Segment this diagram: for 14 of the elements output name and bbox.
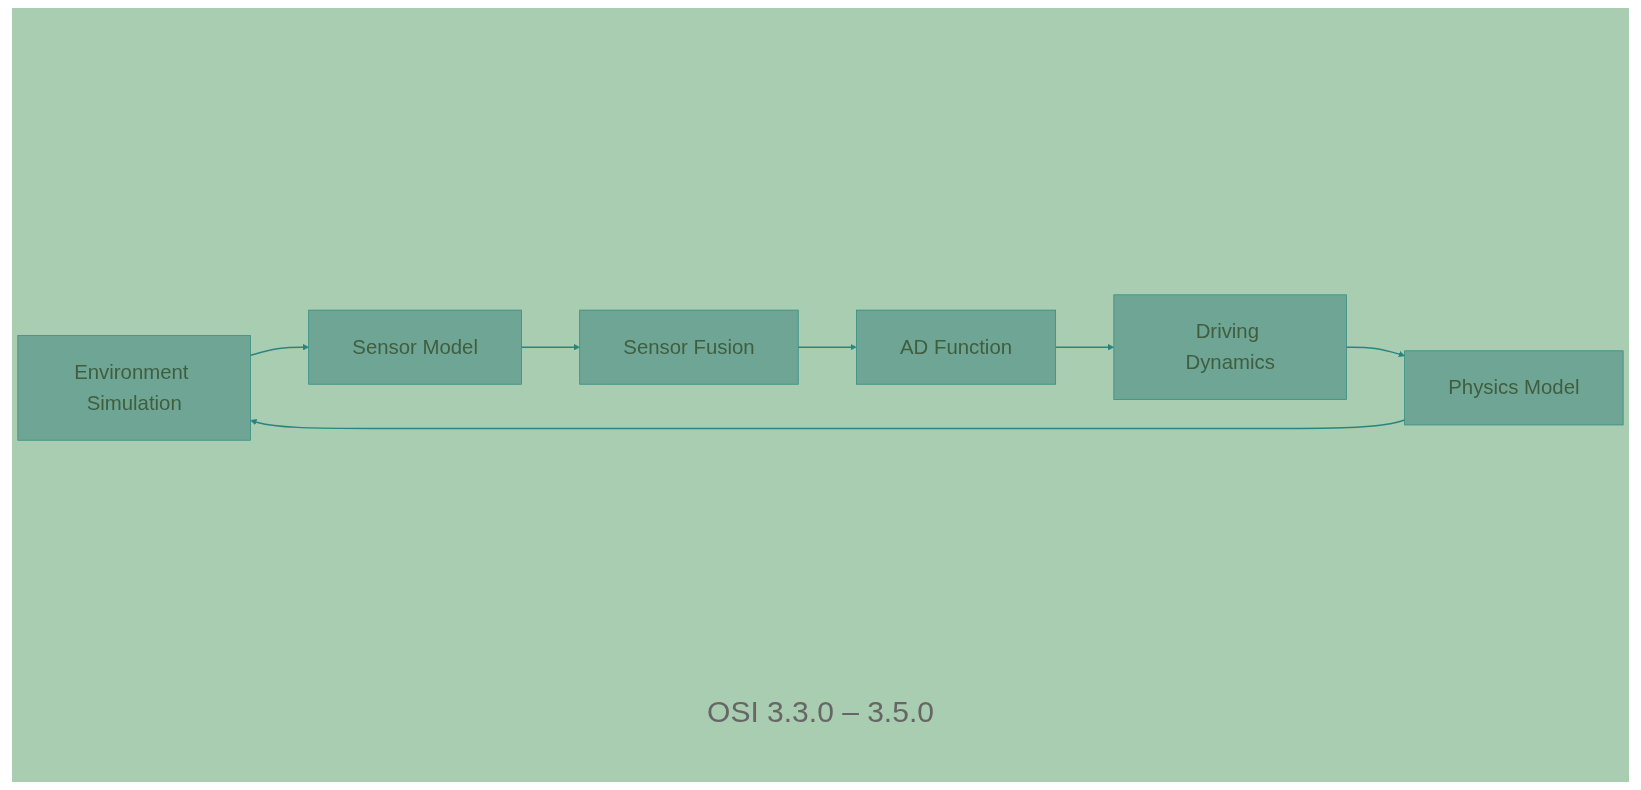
node-box (1404, 350, 1624, 426)
arrow (249, 344, 309, 357)
arrow (1345, 346, 1405, 358)
arrow (797, 344, 857, 351)
arrow (250, 419, 1406, 430)
node-box (308, 310, 522, 386)
diagram-background: Environment Simulation Sensor Model Sensor Fusion Physics Model Driving Dynamics AD Function OSI 3.3.0 – 3.5.0 (12, 8, 1629, 782)
node-box (856, 310, 1057, 386)
version-label: OSI 3.3.0 – 3.5.0 (707, 695, 934, 730)
node-box (17, 335, 251, 442)
arrow (1054, 344, 1115, 351)
arrow (520, 344, 580, 351)
node-box (1113, 294, 1347, 401)
node-box (579, 310, 799, 386)
